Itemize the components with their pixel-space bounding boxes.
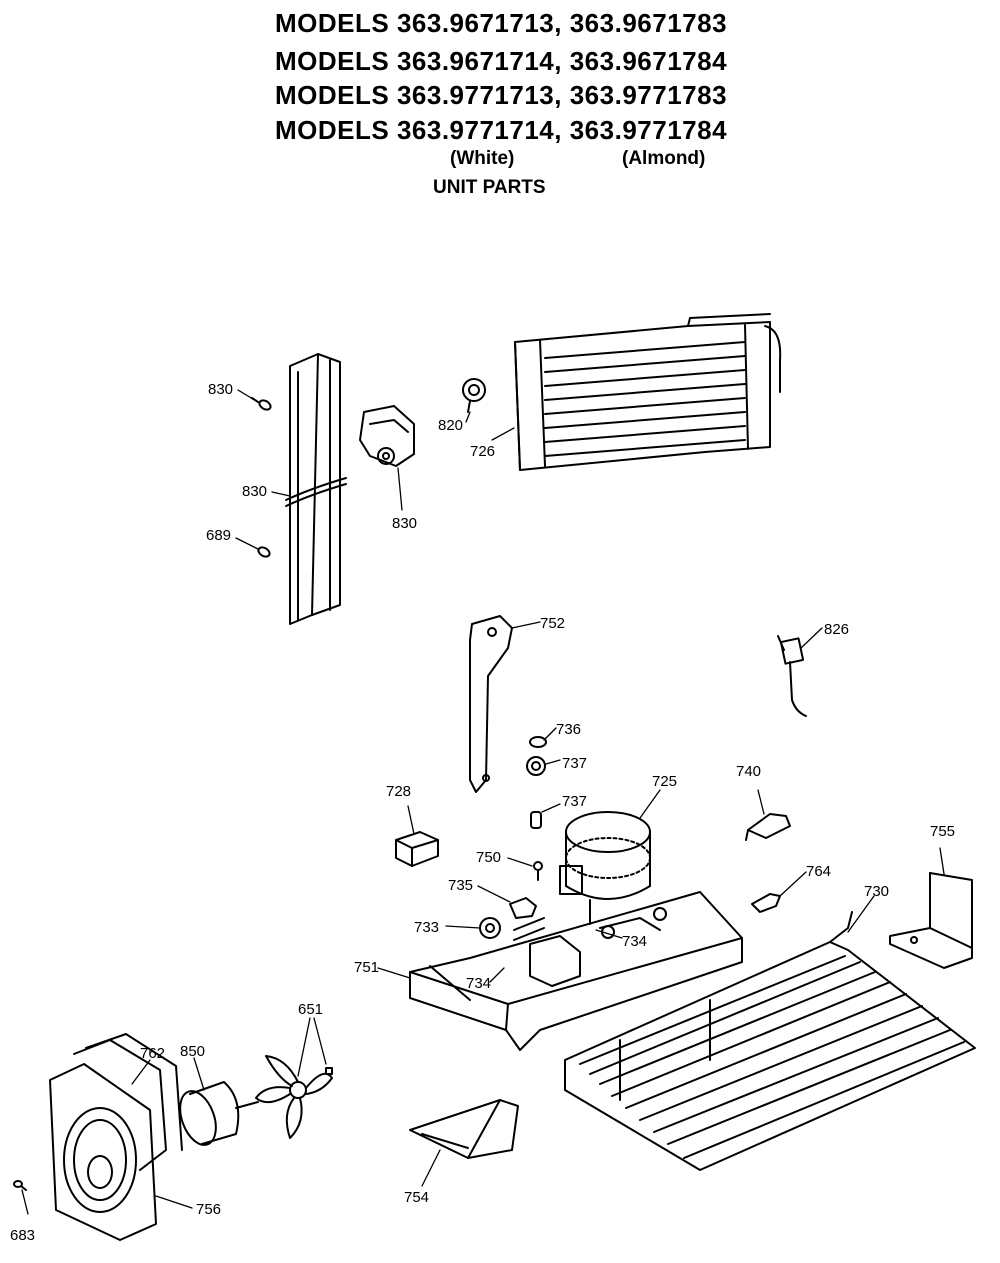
callout-726: 726 xyxy=(470,443,495,460)
callout-755: 755 xyxy=(930,823,955,840)
screw-689 xyxy=(257,546,271,558)
model-line-1: MODELS 363.9671713, 363.9671783 xyxy=(275,8,728,38)
callout-830-bracket: 830 xyxy=(392,515,417,532)
callout-751: 751 xyxy=(354,959,379,976)
model-line-2: MODELS 363.9671714, 363.9671784 xyxy=(275,46,728,76)
fan-blade-651-part xyxy=(255,1055,333,1139)
part-733-part xyxy=(479,917,501,939)
bracket-830-part xyxy=(359,405,415,467)
callout-750: 750 xyxy=(476,849,501,866)
grommet-737a-part xyxy=(526,756,546,776)
vertical-channel-part xyxy=(285,353,347,625)
callout-734-right: 734 xyxy=(622,933,647,950)
callout-737-upper: 737 xyxy=(562,755,587,772)
screw-683-part xyxy=(13,1180,27,1191)
compressor-725-part xyxy=(559,811,651,925)
callout-764: 764 xyxy=(806,863,831,880)
relay-728-part xyxy=(395,831,439,867)
model-line-4: MODELS 363.9771714, 363.9771784 xyxy=(275,115,728,145)
callout-736: 736 xyxy=(556,721,581,738)
callout-735: 735 xyxy=(448,877,473,894)
almond-label: (Almond) xyxy=(622,148,706,169)
bracket-752-part xyxy=(469,615,513,793)
white-label: (White) xyxy=(450,148,515,169)
callout-752: 752 xyxy=(540,615,565,632)
callout-754: 754 xyxy=(404,1189,429,1206)
bracket-755-part xyxy=(889,872,973,969)
callout-730: 730 xyxy=(864,883,889,900)
callout-826: 826 xyxy=(824,621,849,638)
fan-shroud-756-part xyxy=(49,1063,157,1241)
callout-651: 651 xyxy=(298,1001,323,1018)
power-cord-826-part xyxy=(777,635,807,717)
callout-733: 733 xyxy=(414,919,439,936)
part-764-part xyxy=(751,893,781,913)
grommet-737b-part xyxy=(530,811,542,829)
callout-728: 728 xyxy=(386,783,411,800)
fan-shroud-762-part xyxy=(73,1033,183,1171)
callout-734-left: 734 xyxy=(466,975,491,992)
callout-820: 820 xyxy=(438,417,463,434)
evaporator-726-part xyxy=(514,313,782,471)
knob-820-part xyxy=(462,378,486,413)
callout-683: 683 xyxy=(10,1227,35,1244)
clip-740-part xyxy=(745,813,791,841)
bracket-754-part xyxy=(409,1099,519,1159)
callout-762: 762 xyxy=(140,1045,165,1062)
callout-850: 850 xyxy=(180,1043,205,1060)
condenser-730-part xyxy=(564,911,976,1171)
callout-725: 725 xyxy=(652,773,677,790)
screw-750-part xyxy=(533,861,543,881)
clip-735-part xyxy=(509,897,537,919)
callout-756: 756 xyxy=(196,1201,221,1218)
fan-motor-850-part xyxy=(179,1081,259,1146)
unit-parts-title: UNIT PARTS xyxy=(433,177,546,198)
callout-737-lower: 737 xyxy=(562,793,587,810)
base-pan-751-part xyxy=(409,891,743,1051)
callout-830-screw: 830 xyxy=(208,381,233,398)
callout-689: 689 xyxy=(206,527,231,544)
diagram-header: MODELS 363.9671713, 363.9671783 MODELS 3… xyxy=(0,0,1000,210)
model-line-3: MODELS 363.9771713, 363.9771783 xyxy=(275,80,728,110)
callout-830-channel: 830 xyxy=(242,483,267,500)
callout-740: 740 xyxy=(736,763,761,780)
grommet-736-part xyxy=(529,736,547,748)
